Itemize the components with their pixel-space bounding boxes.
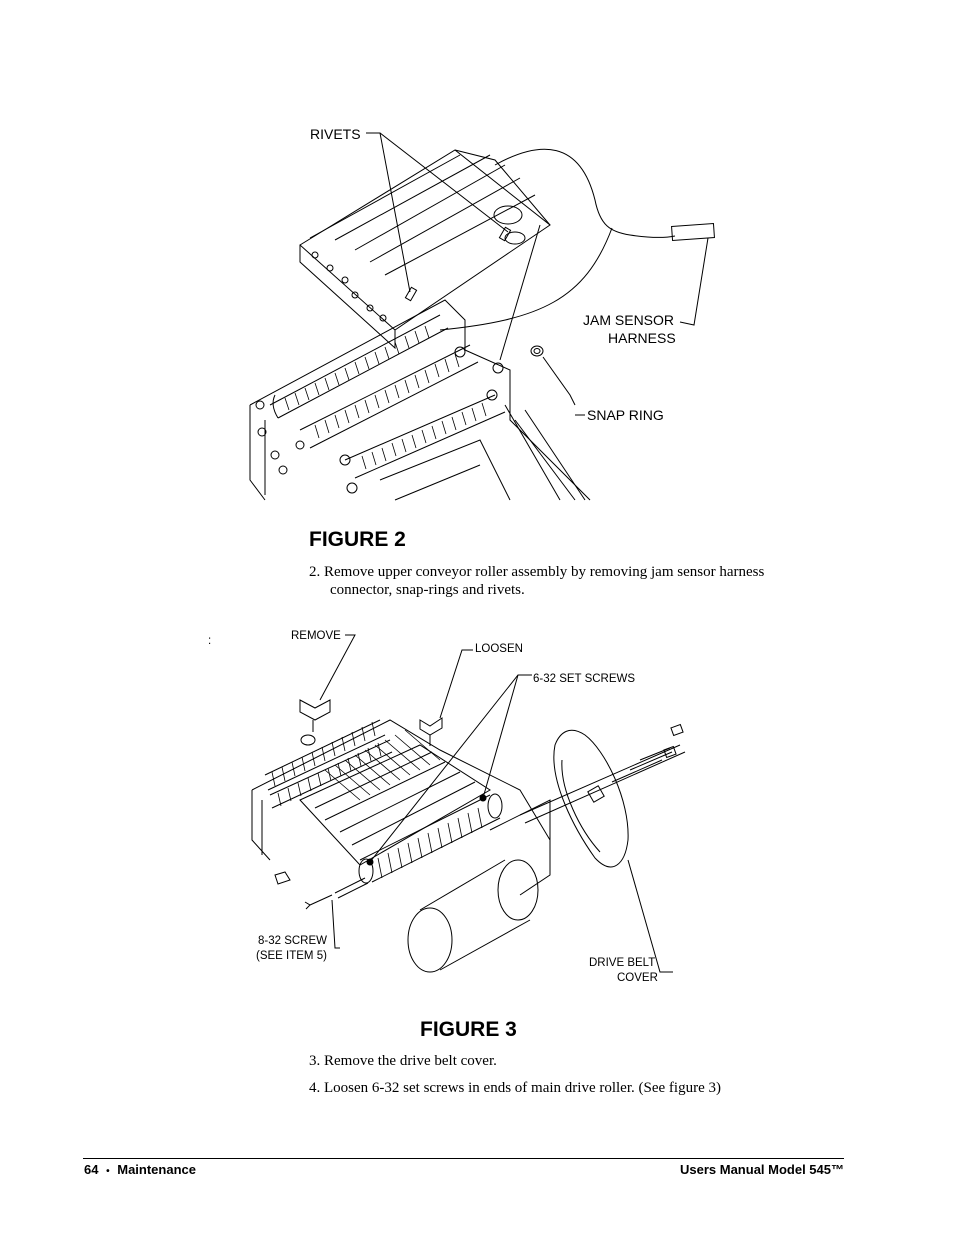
upper-roller-2 [270,740,392,808]
loosen-knob [420,718,442,746]
remove-label: REMOVE [291,630,341,642]
drive-motor [408,800,550,972]
conveyor-roller-3 [345,395,505,478]
snap-ring-label: SNAP RING [587,407,664,423]
footer-rule [83,1158,844,1159]
screw-label-line1: 8-32 SCREW [258,935,328,947]
footer-left: 64 • Maintenance [84,1162,196,1177]
figure-2-title: FIGURE 2 [309,528,406,551]
rivet [499,227,510,240]
figure-2-drawing [0,0,954,520]
belt-cover-label-line1: DRIVE BELT [589,957,656,969]
footer-bullet: • [106,1166,110,1177]
jam-sensor-cable [495,149,675,237]
remove-knob [300,700,330,745]
main-drive-roller [359,794,502,883]
upper-roller-1 [265,720,385,790]
drive-belt-cover [554,730,628,867]
page-number: 64 [84,1162,99,1177]
step-4-text: 4. Loosen 6-32 set screws in ends of mai… [309,1080,721,1096]
section-name: Maintenance [117,1162,196,1177]
bolt [671,725,683,736]
conveyor-roller-1 [270,315,448,418]
jam-sensor-label-line2: HARNESS [608,330,676,346]
loosen-label: LOOSEN [475,643,523,655]
belt-cover-label-line2: COVER [617,972,658,984]
figure-3-drawing [0,0,954,1010]
set-screws-label: 6-32 SET SCREWS [533,673,636,685]
screw-label-line2: (SEE ITEM 5) [256,950,327,962]
figure-3-title: FIGURE 3 [420,1018,517,1041]
step-2-line2: connector, snap-rings and rivets. [330,582,525,598]
stray-mark: : [208,635,212,647]
snap-ring [531,346,543,356]
rivet [405,287,416,300]
rivets-label: RIVETS [310,126,361,142]
step-2-line1: 2. Remove upper conveyor roller assembly… [309,564,765,580]
screw-8-32 [335,878,365,893]
step-3-text: 3. Remove the drive belt cover. [309,1053,497,1069]
jam-sensor-connector [672,224,715,241]
roller-assembly-base [252,720,550,875]
manual-title: Users Manual Model 545™ [680,1162,844,1177]
jam-sensor-label-line1: JAM SENSOR [583,312,675,328]
conveyor-roller-2 [300,345,478,448]
